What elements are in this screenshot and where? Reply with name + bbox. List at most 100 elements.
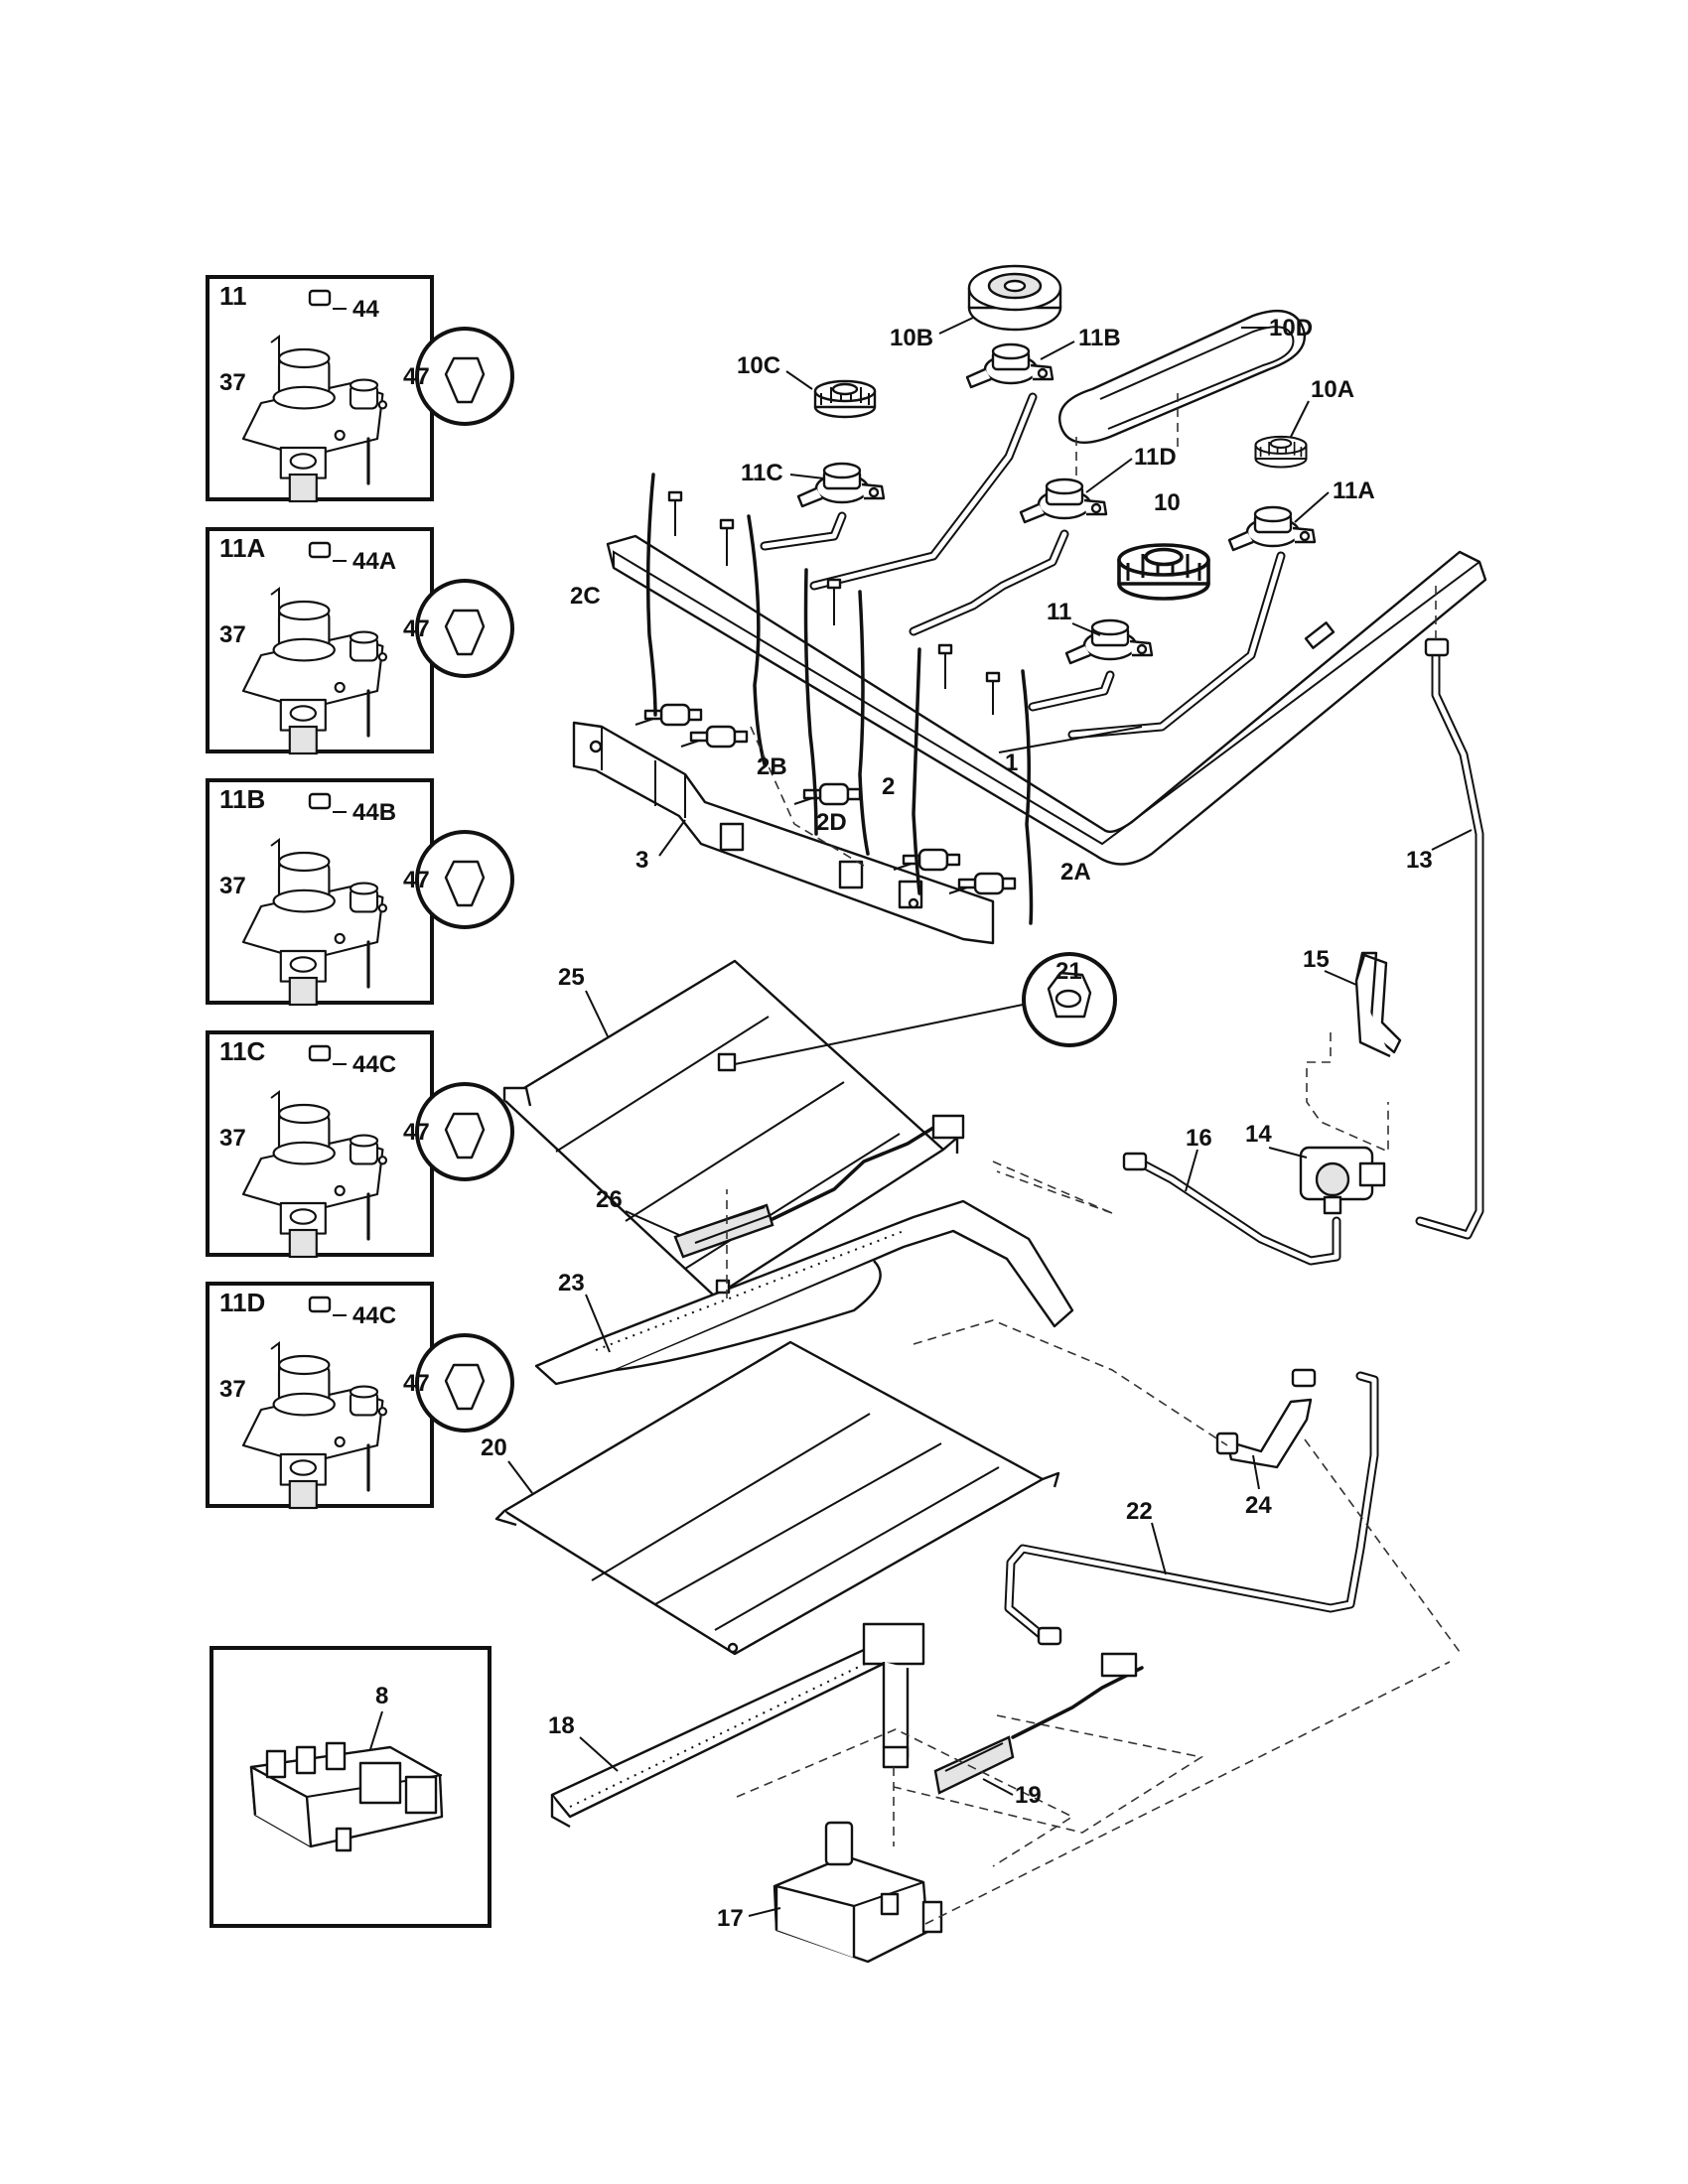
part-labels: 1 2 2A 2B 2C 2D 3 10 10A 10B 10C 10D 11 …: [481, 315, 1473, 1932]
cap-screw-icon: [308, 1296, 332, 1313]
screw-icon: [270, 587, 280, 624]
label-burner-11d: 11D: [1134, 444, 1177, 471]
label-valve-2b: 2B: [757, 753, 787, 780]
valve-2c-icon: [633, 703, 703, 727]
spark-module-icon: [249, 1741, 444, 1852]
label-valve-2a: 2A: [1060, 859, 1091, 886]
gas-supply-tube-13-icon: [1415, 637, 1484, 1240]
screw-icon: [270, 1341, 280, 1379]
label-burner-10d: 10D: [1269, 315, 1313, 341]
part-label-screw: 37: [219, 621, 246, 648]
label-burner-10c: 10C: [737, 352, 780, 379]
label-bracket-15: 15: [1303, 946, 1330, 973]
part-label-screw: 37: [219, 369, 246, 396]
label-valve-2: 2: [882, 773, 895, 800]
burner-base-11d-icon: [1019, 478, 1108, 524]
inset-title: 11: [219, 281, 247, 311]
burner-head-10c-icon: [813, 379, 877, 419]
screw-icon: [270, 838, 280, 876]
label-valve-17: 17: [717, 1905, 744, 1932]
label-burner-10b: 10B: [890, 325, 933, 351]
manifold-1-icon: [606, 534, 1487, 866]
lower-heat-shield-20-icon: [494, 1340, 1060, 1656]
label-burner-10a: 10A: [1311, 376, 1354, 403]
inset-burner-11a: 11A 44A 37 47: [206, 527, 514, 755]
burner-head-10-icon: [1117, 543, 1210, 601]
part-label-orifice: 47: [403, 1119, 430, 1146]
valve-wires: [645, 473, 1034, 925]
burner-base-11b-icon: [965, 342, 1055, 389]
orifice-icon: [444, 1112, 486, 1160]
cap-screw-icon: [308, 792, 332, 810]
part-label-screw: 37: [219, 1376, 246, 1403]
valve-bracket-3-icon: [572, 721, 995, 945]
screw-icon: [270, 335, 280, 372]
oven-igniter-26-icon: [673, 1114, 965, 1259]
inset-title: 11B: [219, 784, 265, 814]
label-tube-22: 22: [1126, 1498, 1153, 1525]
broil-burner-18-icon: [550, 1622, 925, 1829]
part-label-orifice: 47: [403, 363, 430, 390]
part-label-screw: 37: [219, 873, 246, 899]
part-label-orifice: 47: [403, 1370, 430, 1397]
part-label-cap-screw: 44B: [352, 799, 396, 826]
inset-burner-11: 11 44 37 47: [206, 275, 514, 503]
cap-screw-icon: [308, 541, 332, 559]
part-label-cap-screw: 44C: [352, 1302, 396, 1329]
valve-screws: [667, 490, 1001, 715]
broil-igniter-19-icon: [933, 1652, 1144, 1795]
inset-spark-module: 8: [210, 1646, 492, 1928]
inset-title: 11A: [219, 533, 265, 563]
safety-valve-17-icon: [773, 1821, 943, 1964]
pressure-regulator-14-icon: [1299, 1146, 1386, 1215]
label-burner-11a: 11A: [1333, 478, 1375, 504]
valve-2a-icon: [947, 872, 1017, 895]
label-tube-16: 16: [1186, 1125, 1212, 1152]
part-label-cap-screw: 44C: [352, 1051, 396, 1078]
label-burner-10: 10: [1154, 489, 1181, 516]
label-manifold: 1: [1005, 750, 1018, 776]
orifice-icon: [444, 860, 486, 907]
cap-screw-icon: [308, 289, 332, 307]
valve-2d-icon: [792, 782, 862, 806]
orifice-icon: [444, 609, 486, 656]
orifice-icon: [444, 1363, 486, 1411]
valve-2b-icon: [679, 725, 749, 749]
tube-22-icon: [1004, 1368, 1379, 1646]
nut-21-callout: [717, 952, 1117, 1072]
label-valve-2c: 2C: [570, 583, 601, 610]
inset-burner-11b: 11B 44B 37 47: [206, 778, 514, 1007]
inset-burner-11c: 11C 44C 37 47: [206, 1030, 514, 1259]
inset-title: 11D: [219, 1288, 265, 1317]
label-broil-burner-18: 18: [548, 1712, 575, 1739]
part-label-spark-module: 8: [375, 1683, 388, 1709]
screw-icon: [270, 1090, 280, 1128]
part-label-cap-screw: 44A: [352, 548, 396, 575]
inset-burner-11d: 11D 44C 37 47: [206, 1282, 514, 1510]
part-label-cap-screw: 44: [352, 296, 379, 323]
valve-2-icon: [892, 848, 961, 872]
label-burner-11c: 11C: [741, 460, 783, 486]
label-nut-21: 21: [1055, 958, 1082, 985]
heat-shield-25-icon: [502, 959, 959, 1298]
regulator-tube-16-icon: [1122, 1152, 1341, 1266]
label-bracket-3: 3: [635, 847, 648, 874]
burner-base-11c-icon: [796, 462, 886, 508]
label-fitting-24: 24: [1245, 1492, 1272, 1519]
label-oven-burner-23: 23: [558, 1270, 585, 1297]
cap-screw-icon: [308, 1044, 332, 1062]
burner-base-11a-icon: [1227, 505, 1317, 552]
label-broil-igniter-19: 19: [1015, 1782, 1042, 1809]
label-igniter-26: 26: [596, 1186, 623, 1213]
burner-cap-10b-icon: [967, 264, 1062, 332]
label-heat-shield-20: 20: [481, 1434, 507, 1461]
oven-burner-23-icon: [534, 1199, 1074, 1386]
label-burner-11: 11: [1047, 599, 1071, 625]
orifice-icon: [444, 356, 486, 404]
bracket-15-icon: [1354, 951, 1402, 1058]
fitting-24-icon: [1215, 1398, 1313, 1469]
burner-head-10a-icon: [1254, 435, 1308, 469]
label-regulator-14: 14: [1245, 1121, 1272, 1148]
inset-title: 11C: [219, 1036, 265, 1066]
